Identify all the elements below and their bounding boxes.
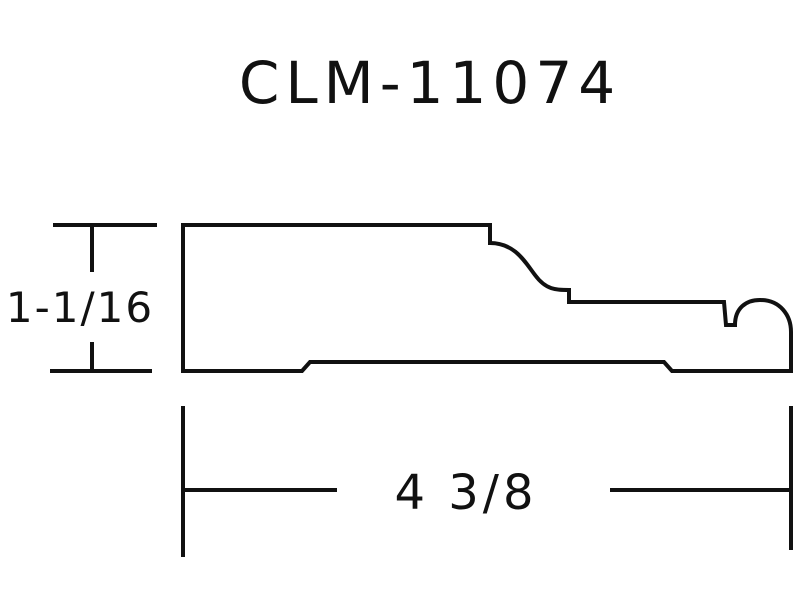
height-dimension-label: 1-1/16 <box>6 283 154 332</box>
part-number-title: CLM-11074 <box>239 49 621 117</box>
width-dimension-label: 4 3/8 <box>394 465 537 521</box>
molding-profile-outline <box>181 223 793 373</box>
